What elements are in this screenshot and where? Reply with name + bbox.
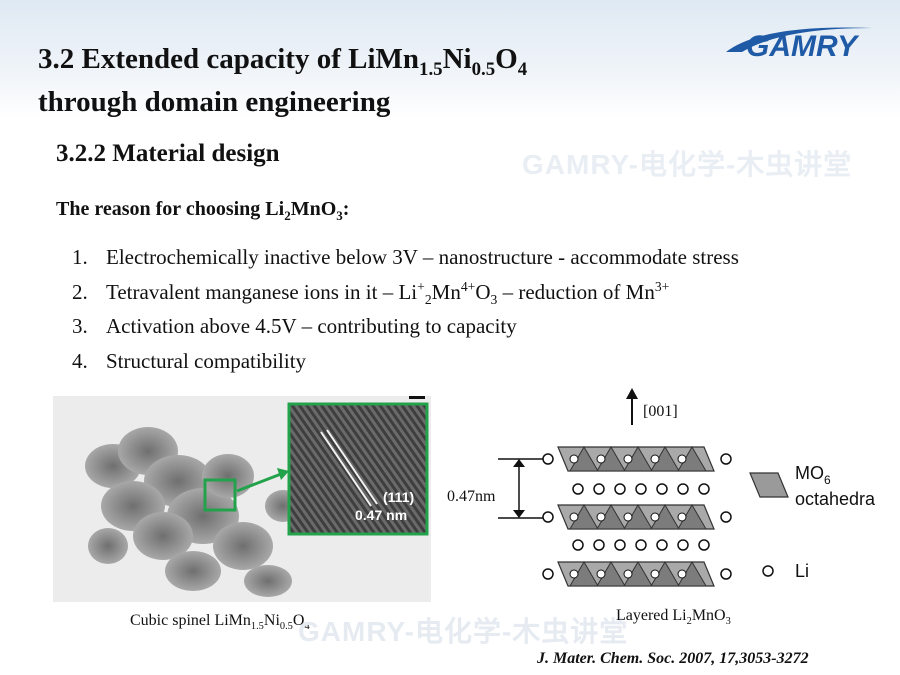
logo-text: GAMRY: [746, 30, 860, 63]
legend-mo6-label: MO6: [795, 463, 831, 487]
spacing-arrow-head-up: [513, 459, 525, 467]
watermark-bottom: GAMRY-电化学-木虫讲堂: [298, 616, 629, 647]
tem-spacing-label: 0.47 nm: [355, 507, 407, 523]
li-ion: [572, 483, 584, 495]
tem-micrograph: (111) 0.47 nm: [53, 396, 431, 602]
legend-li-label: Li: [795, 561, 809, 581]
li-ion: [542, 511, 554, 523]
li-ion: [720, 568, 732, 580]
section-subtitle: 3.2.2 Material design: [56, 140, 280, 167]
hrtem-inset: [287, 402, 429, 536]
li-ion: [698, 539, 710, 551]
list-item: 1.Electrochemically inactive below 3V – …: [72, 245, 739, 269]
li-ion: [542, 453, 554, 465]
header-background: [0, 0, 900, 120]
li-ion: [542, 568, 554, 580]
legend-octahedra-label: octahedra: [795, 489, 876, 509]
octahedra-layer: [557, 561, 715, 587]
watermark-top: GAMRY-电化学-木虫讲堂: [522, 149, 853, 180]
layered-structure-diagram: [001] 0.47nm MO6 octahedra Li: [447, 388, 876, 587]
li-ion: [677, 539, 689, 551]
li-ion: [572, 539, 584, 551]
scale-bar: [409, 396, 425, 399]
octahedra-layer: [557, 504, 715, 530]
spacing-label: 0.47nm: [447, 488, 496, 505]
tem-plane-label: (111): [383, 489, 414, 505]
selection-box: [203, 478, 237, 512]
li-ion: [593, 483, 605, 495]
li-ion: [656, 483, 668, 495]
direction-arrow-head: [626, 388, 638, 399]
legend-octahedron-icon: [749, 472, 789, 498]
li-ion: [635, 539, 647, 551]
list-item: 2.Tetravalent manganese ions in it – Li+…: [72, 278, 670, 307]
li-ion: [720, 511, 732, 523]
zoom-arrow: [236, 472, 282, 493]
direction-label: [001]: [643, 403, 678, 420]
lattice-line: [326, 429, 378, 505]
legend-li-icon: [762, 565, 774, 577]
logo-swoosh: [726, 27, 872, 52]
li-ion: [614, 483, 626, 495]
caption-layered: Layered Li2MnO3: [616, 607, 731, 628]
reasons-list: 1.Electrochemically inactive below 3V – …: [72, 240, 739, 378]
zoom-arrow-head: [277, 468, 289, 480]
lattice-line: [320, 431, 372, 507]
octahedra-layer: [557, 446, 715, 472]
list-item: 4.Structural compatibility: [72, 348, 307, 373]
li-ion: [614, 539, 626, 551]
li-ion: [656, 539, 668, 551]
list-item: 3.Activation above 4.5V – contributing t…: [72, 314, 517, 338]
gamry-logo: GAMRY: [726, 27, 872, 63]
li-ion: [698, 483, 710, 495]
citation: J. Mater. Chem. Soc. 2007, 17,3053-3272: [537, 650, 809, 667]
caption-spinel: Cubic spinel LiMn1.5Ni0.5O4: [130, 612, 310, 633]
li-ion: [593, 539, 605, 551]
nanoparticle-cluster: [85, 427, 301, 597]
spacing-arrow-head-down: [513, 510, 525, 518]
li-ion-rows: [542, 453, 732, 580]
li-ion: [720, 453, 732, 465]
li-ion: [635, 483, 647, 495]
reason-heading: The reason for choosing Li2MnO3:: [56, 198, 350, 223]
li-ion: [677, 483, 689, 495]
octahedra-layers: [557, 446, 715, 587]
slide-title: 3.2 Extended capacity of LiMn1.5Ni0.5O4 …: [38, 43, 528, 118]
